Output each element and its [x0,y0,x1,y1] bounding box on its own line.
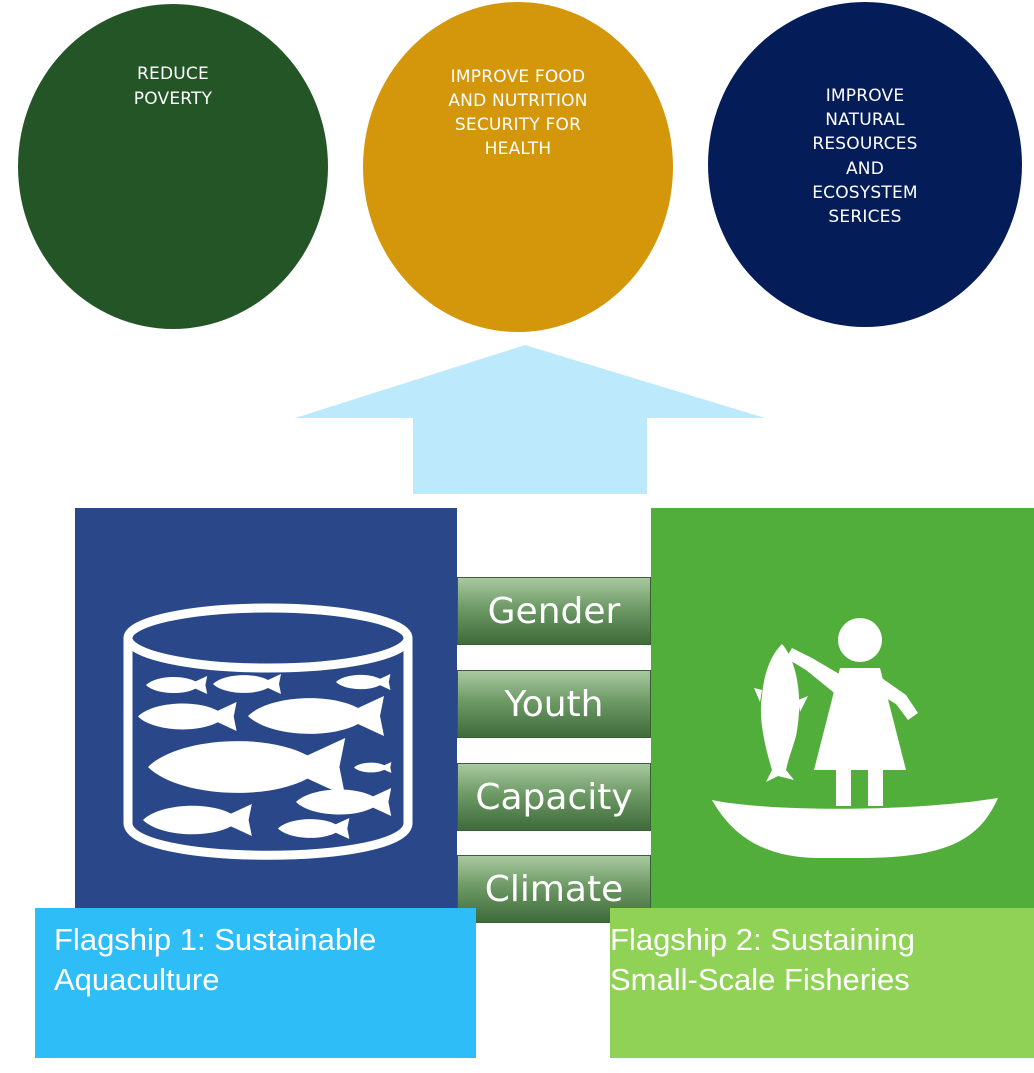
crosscutting-youth: Youth [457,670,651,738]
fisher-boat-icon [712,618,998,858]
flagship-1-title-line2: Aquaculture [54,962,220,997]
flagship-2-label: Flagship 2: Sustaining Small-Scale Fishe… [610,908,1034,1058]
flagship-1-title-line1: Flagship 1: Sustainable [54,922,377,957]
fish-tank-icon [123,603,413,860]
flagship-1-label: Flagship 1: Sustainable Aquaculture [35,908,476,1058]
goal-food-nutrition-text: IMPROVE FOOD AND NUTRITION SECURITY FOR … [448,66,588,160]
goal-natural-resources-text: IMPROVE NATURAL RESOURCES AND ECOSYSTEM … [812,86,918,227]
goal-natural-resources: IMPROVE NATURAL RESOURCES AND ECOSYSTEM … [708,2,1022,327]
goal-food-nutrition: IMPROVE FOOD AND NUTRITION SECURITY FOR … [363,2,673,332]
goal-reduce-poverty: REDUCE POVERTY [18,4,328,329]
crosscutting-capacity: Capacity [457,763,651,831]
flagship-2-title-line2: Small-Scale Fisheries [610,962,910,997]
upward-arrow-shape [295,345,765,494]
flagship-2-title-line1: Flagship 2: Sustaining [610,922,916,957]
goal-reduce-poverty-text: REDUCE POVERTY [133,64,213,109]
upward-arrow [295,345,765,494]
crosscutting-gender: Gender [457,577,651,645]
